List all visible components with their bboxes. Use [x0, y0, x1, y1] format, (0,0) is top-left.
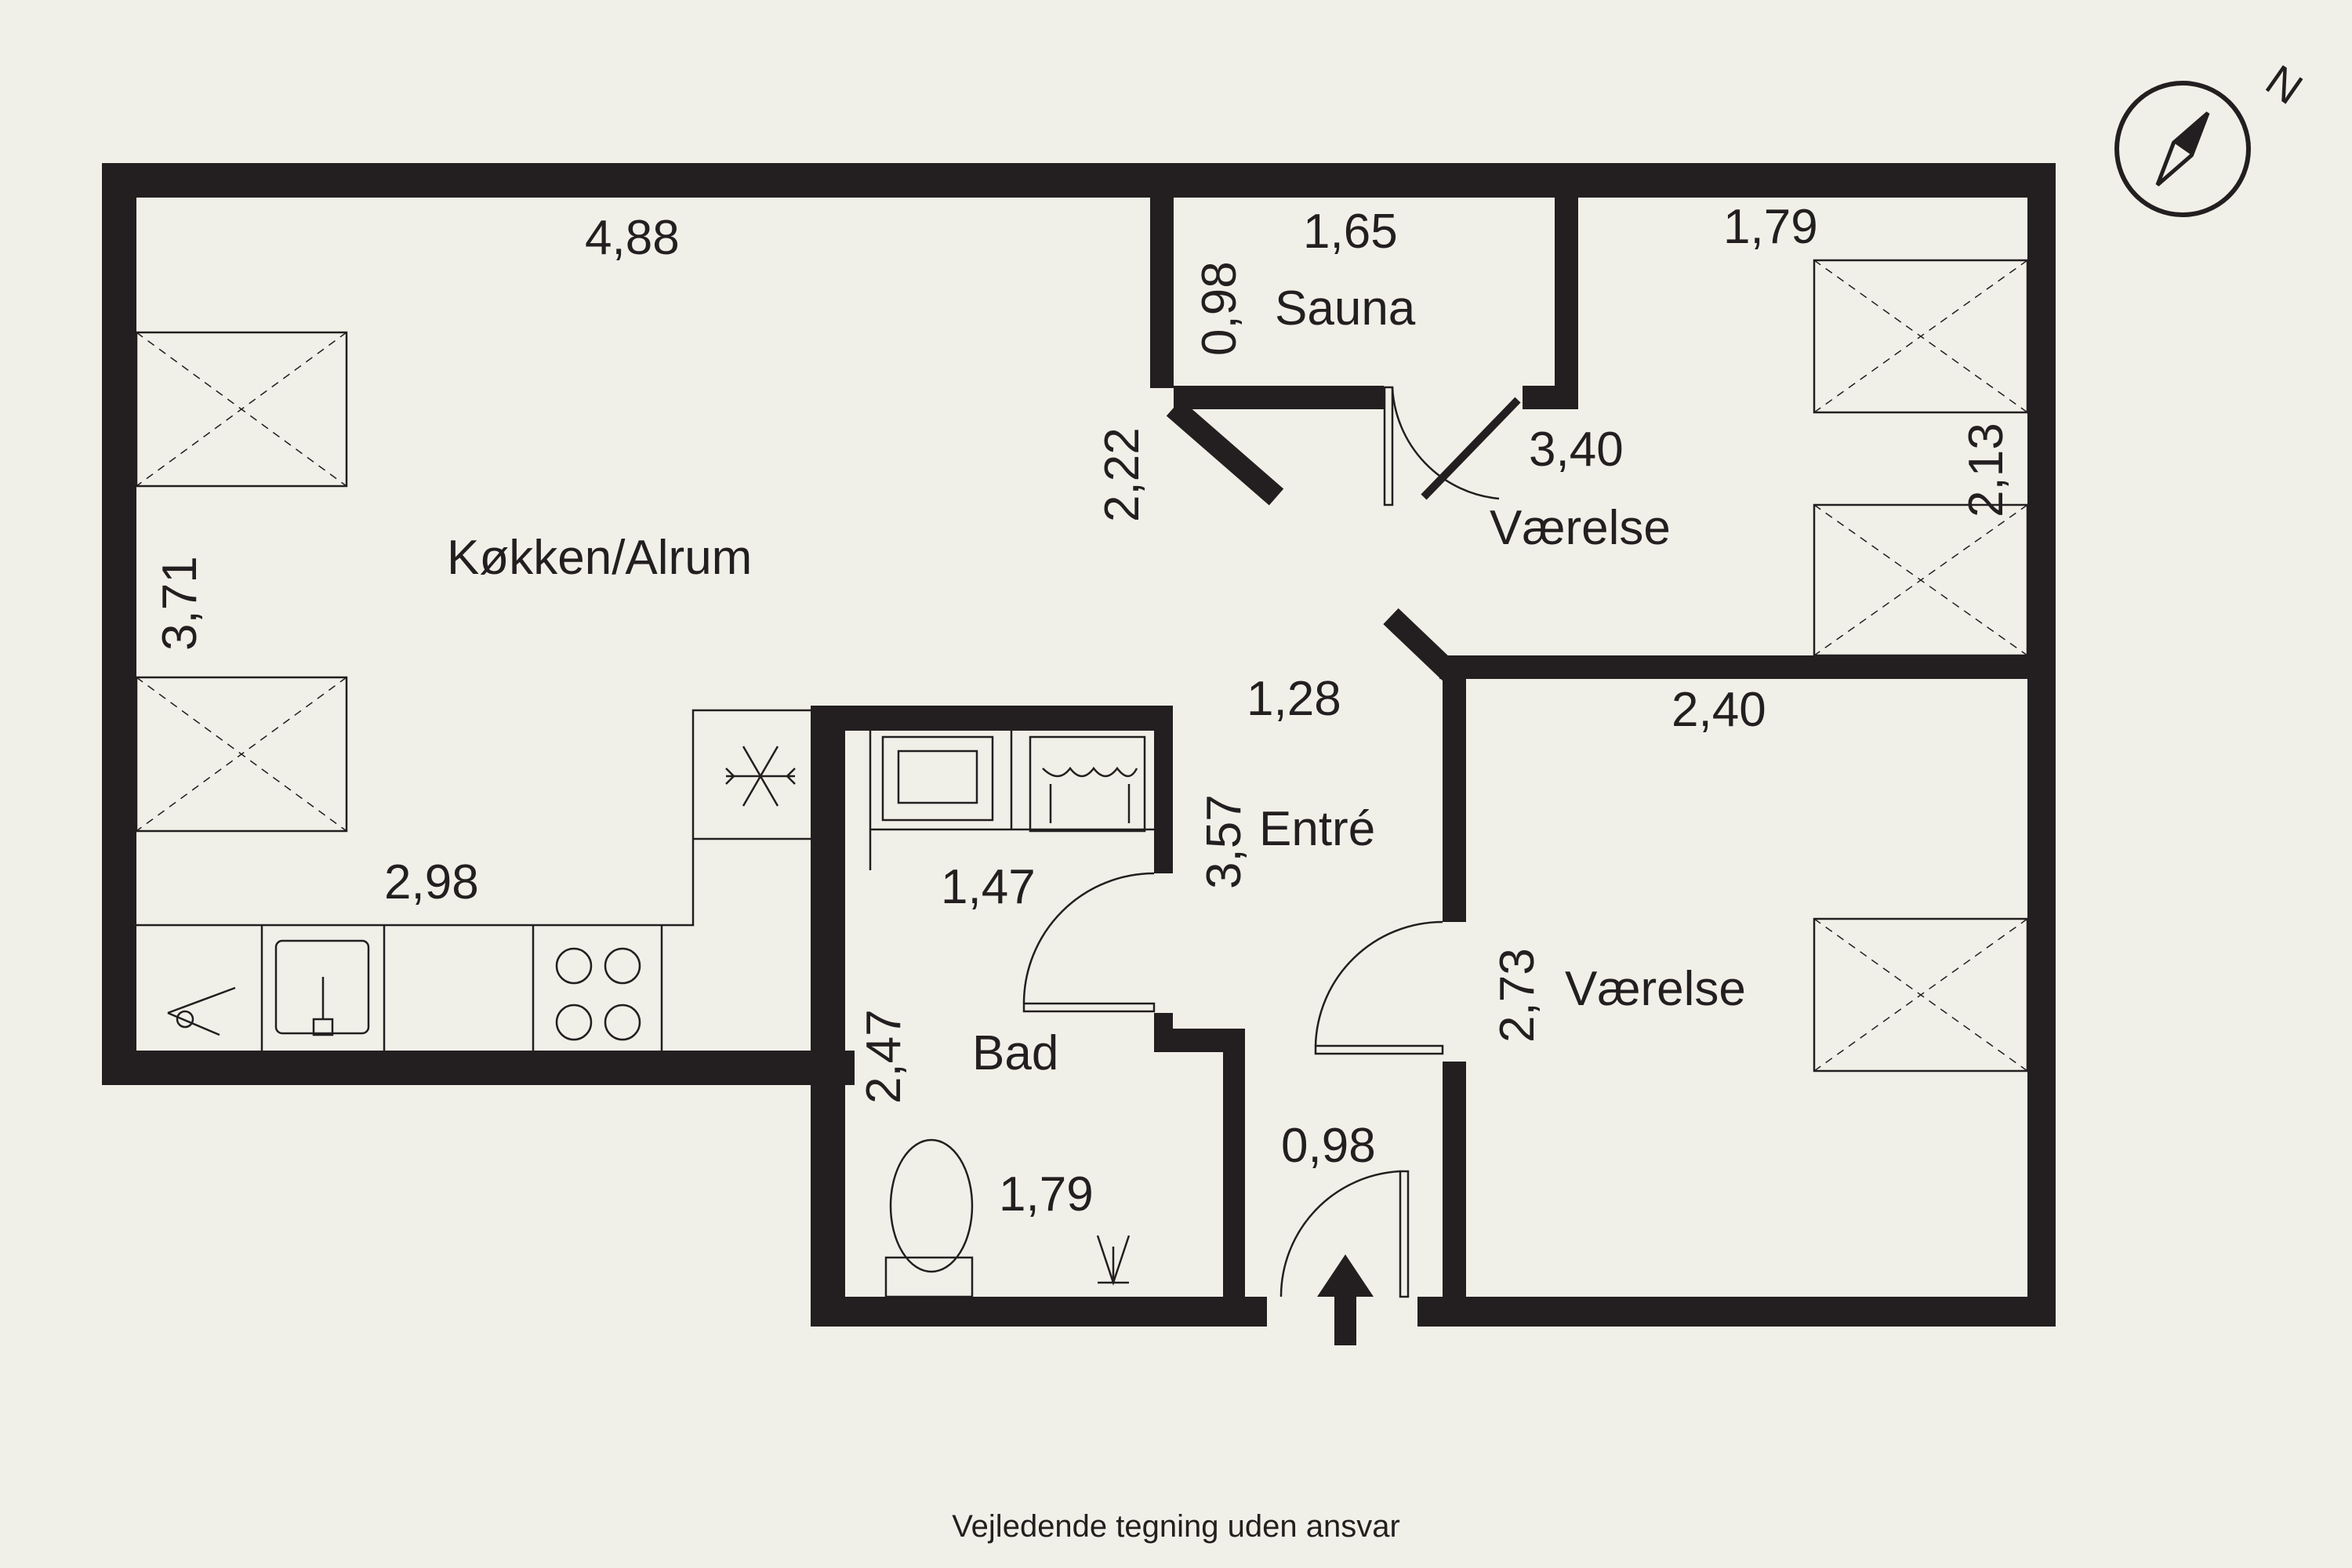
wall-bottom-left	[811, 1297, 1267, 1327]
wall-utility-right	[1154, 706, 1173, 873]
wall-bedroom-left-lower	[1443, 1062, 1466, 1327]
dim-kitchen-diag: 2,22	[1095, 427, 1149, 522]
stove-icon	[555, 947, 641, 1041]
window-icon	[1813, 259, 2029, 414]
appliance-icon	[167, 986, 236, 1036]
dim-sauna-height: 0,98	[1192, 261, 1247, 356]
dim-bedroom-top-width: 1,79	[1723, 200, 1818, 254]
room-label-bedroom-top: Værelse	[1490, 501, 1671, 555]
wall-outer-right	[2027, 163, 2056, 1327]
wall-between-bedrooms	[1439, 655, 2056, 679]
dim-bedroom-bottom-width: 2,40	[1671, 683, 1766, 737]
wall-utility-top	[811, 706, 1173, 731]
room-label-sauna: Sauna	[1275, 281, 1416, 336]
door-icon	[1383, 386, 1521, 506]
dim-entry-width: 1,28	[1247, 672, 1341, 726]
compass-north-label: N	[2257, 55, 2311, 114]
dim-sauna-width: 1,65	[1303, 205, 1398, 259]
toilet-icon	[884, 1138, 974, 1298]
dim-bedroom-bottom-height: 2,73	[1490, 948, 1544, 1043]
entrance-arrow-icon	[1317, 1254, 1374, 1345]
dim-bath-height: 2,47	[857, 1009, 911, 1104]
room-label-kitchen: Køkken/Alrum	[447, 531, 752, 585]
room-label-bath: Bad	[972, 1026, 1058, 1080]
wall-kitchen-bottom	[102, 1051, 855, 1085]
utility-fixtures	[869, 731, 1154, 870]
windows	[135, 259, 2029, 1073]
wall-sauna-bottom-left	[1174, 386, 1384, 409]
walls	[102, 163, 2056, 1327]
shower-drain-icon	[1096, 1235, 1131, 1286]
kitchen-counter	[136, 709, 811, 1051]
dim-kitchen-width: 4,88	[585, 211, 680, 265]
door-icon	[1022, 872, 1156, 1013]
dim-kitchen-counter: 2,98	[384, 855, 479, 909]
wall-sauna-right	[1555, 163, 1578, 406]
window-icon	[1813, 917, 2029, 1073]
washing-machine-icon	[1029, 735, 1146, 833]
wall-bath-left	[811, 706, 845, 1327]
window-icon	[135, 331, 348, 488]
dim-bedroom-top-length: 3,40	[1529, 423, 1624, 477]
compass-icon: N	[2114, 55, 2311, 217]
wall-outer-top	[102, 163, 2056, 198]
wall-bath-right	[1223, 1029, 1245, 1327]
dim-kitchen-height: 3,71	[153, 556, 207, 651]
sink-icon	[274, 939, 370, 1036]
door-icon	[1314, 920, 1444, 1055]
wall-sauna-left	[1150, 163, 1174, 388]
room-label-entry: Entré	[1259, 802, 1375, 856]
disclaimer-text: Vejledende tegning uden ansvar	[952, 1509, 1400, 1544]
window-icon	[135, 676, 348, 833]
dim-bath-width: 1,79	[999, 1167, 1094, 1221]
snowflake-icon	[725, 746, 796, 807]
dim-utility-width: 1,47	[941, 860, 1036, 914]
dryer-icon	[881, 735, 994, 822]
dim-bedroom-top-height: 2,13	[1959, 423, 2013, 517]
room-label-bedroom-bottom: Værelse	[1565, 962, 1746, 1016]
window-icon	[1813, 503, 2029, 657]
dim-entrance-width: 0,98	[1281, 1119, 1376, 1173]
wall-diagonal-upper	[1166, 399, 1284, 506]
door-icon	[1279, 1170, 1410, 1298]
dim-entry-height: 3,57	[1197, 794, 1251, 889]
wall-sauna-bottom-right	[1523, 386, 1578, 409]
wall-outer-left	[102, 163, 136, 1085]
wall-bedroom-left-upper	[1443, 665, 1466, 922]
wall-bottom-right	[1417, 1297, 2056, 1327]
